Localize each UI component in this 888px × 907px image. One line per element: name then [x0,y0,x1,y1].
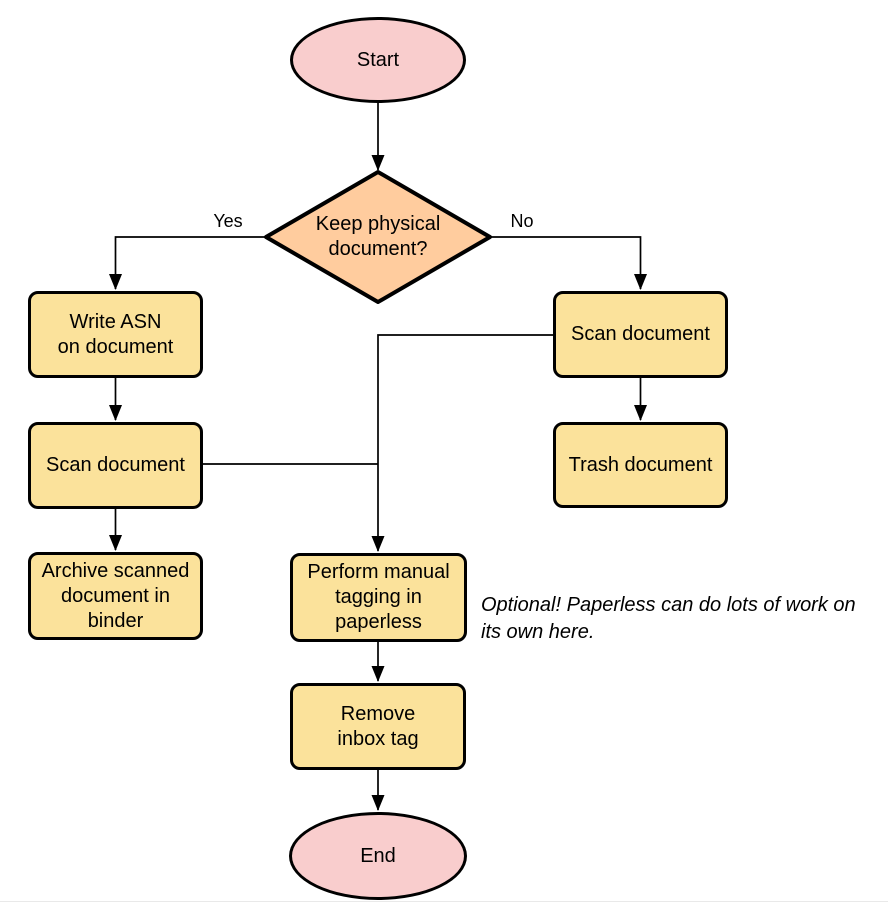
node-trash-document: Trash document [553,422,728,508]
node-archive-document-label: Archive scanned document in binder [41,559,190,632]
node-write-asn: Write ASN on document [28,291,203,378]
node-scan-document-right: Scan document [553,291,728,378]
node-end-label: End [360,844,396,867]
node-scan-document-left-label: Scan document [46,454,185,476]
node-scan-document-right-label: Scan document [571,323,710,345]
node-perform-tagging-label: Perform manual tagging in paperless [307,561,450,633]
edge-decision-yes-to-write-asn [109,236,266,290]
node-write-asn-label: Write ASN on document [57,310,174,358]
edge-decision-no-to-scan-right [490,236,647,290]
node-remove-inbox-tag-label: Remove inbox tag [337,702,419,750]
node-trash-document-label: Trash document [568,453,713,476]
node-decision-label: Keep physical document? [315,213,441,260]
node-perform-tagging: Perform manual tagging in paperless [290,553,467,642]
node-remove-inbox-tag: Remove inbox tag [290,683,466,770]
edge-label-no: No [510,211,534,231]
edge-label-yes: Yes [213,211,243,231]
node-end: End [289,812,467,900]
node-scan-document-left: Scan document [28,422,203,509]
edge-scan-right-to-perform-tagging [371,334,553,552]
node-archive-document: Archive scanned document in binder [28,552,203,640]
bottom-divider [0,901,888,902]
optional-note: Optional! Paperless can do lots of work … [481,594,856,643]
node-start-label: Start [356,48,400,71]
decision-diamond-shape [264,170,492,304]
node-start: Start [290,17,466,103]
